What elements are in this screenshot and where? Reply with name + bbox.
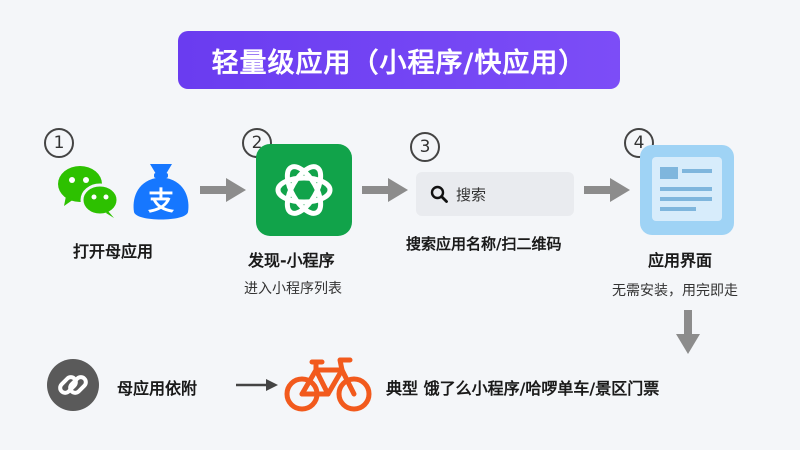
alipay-icon: 支 bbox=[133, 164, 189, 220]
step-4-sub: 无需安装，用完即走 bbox=[612, 283, 738, 299]
step-3-number: 3 bbox=[410, 132, 440, 162]
link-chain-icon bbox=[47, 359, 99, 411]
step-3-label: 搜索应用名称/扫二维码 bbox=[406, 235, 562, 253]
step-4-number: 4 bbox=[624, 128, 654, 158]
step-2-label: 发现-小程序 bbox=[248, 251, 335, 270]
openai-knot-icon bbox=[256, 144, 352, 236]
arrow-right-icon bbox=[584, 178, 630, 202]
arrow-right-thin-icon bbox=[236, 379, 278, 391]
diagram-title: 轻量级应用（小程序/快应用） bbox=[178, 31, 620, 89]
arrow-right-icon bbox=[362, 178, 408, 202]
search-box[interactable]: 搜索 bbox=[416, 172, 574, 216]
step-2-sub: 进入小程序列表 bbox=[244, 281, 342, 297]
step-1-label: 打开母应用 bbox=[73, 242, 154, 261]
search-placeholder: 搜索 bbox=[456, 185, 487, 204]
step-1-number: 1 bbox=[44, 128, 74, 158]
wechat-icon bbox=[58, 166, 120, 218]
bicycle-icon bbox=[284, 357, 372, 412]
step-4-label: 应用界面 bbox=[648, 251, 713, 270]
arrow-right-icon bbox=[200, 178, 246, 202]
magnifier-icon bbox=[430, 185, 448, 203]
arrow-down-icon bbox=[676, 310, 700, 354]
bottom-right-label: 典型 饿了么小程序/哈啰单车/景区门票 bbox=[386, 379, 660, 398]
bottom-left-label: 母应用依附 bbox=[117, 379, 198, 398]
app-window-icon bbox=[640, 145, 734, 235]
svg-text:支: 支 bbox=[148, 187, 174, 217]
